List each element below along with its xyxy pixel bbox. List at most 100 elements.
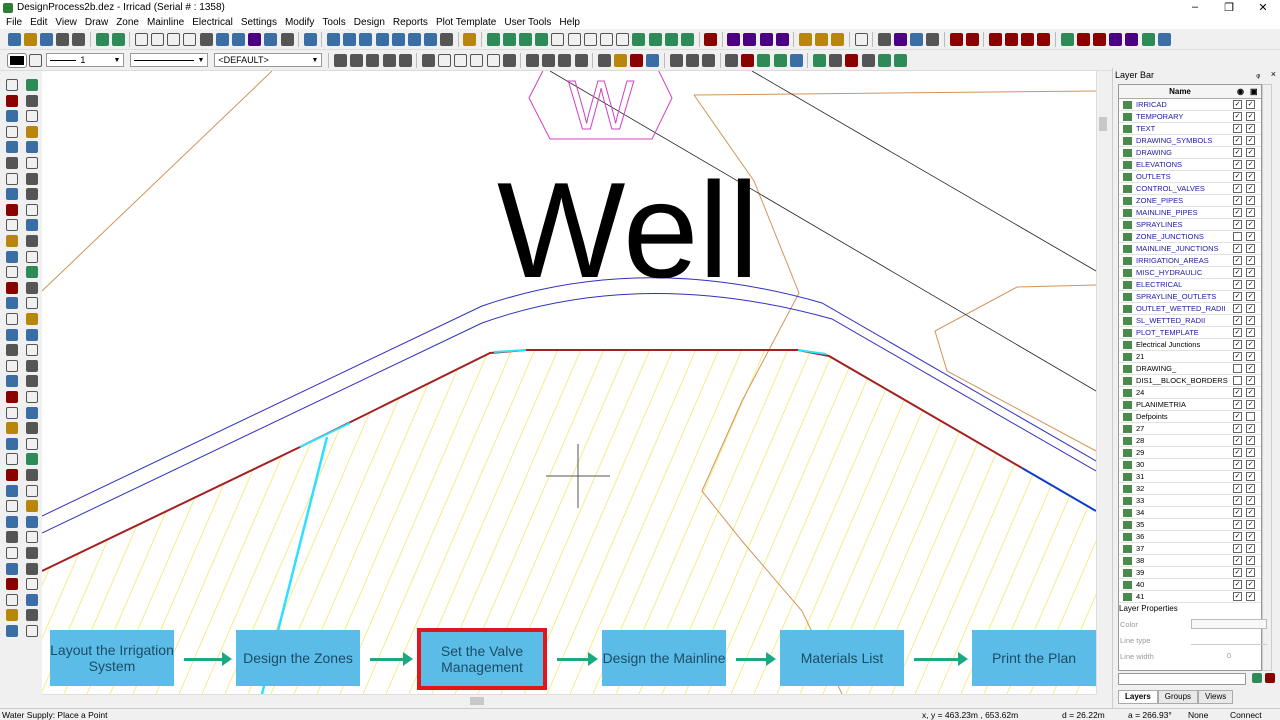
menu-mainline[interactable]: Mainline bbox=[147, 16, 185, 28]
left-tool-icon[interactable] bbox=[25, 484, 38, 497]
scroll-thumb[interactable] bbox=[470, 697, 484, 705]
left-tool-icon[interactable] bbox=[5, 562, 18, 575]
left-tool-icon[interactable] bbox=[25, 375, 38, 388]
left-tool-icon[interactable] bbox=[25, 578, 38, 591]
pin-icon[interactable]: ᵩ bbox=[1256, 69, 1261, 79]
horizontal-scrollbar[interactable] bbox=[42, 694, 1096, 706]
layer-visible-checkbox[interactable]: ✓ bbox=[1233, 580, 1242, 589]
toolbar-tool-icon[interactable] bbox=[151, 32, 165, 46]
layer-visible-checkbox[interactable]: ✓ bbox=[1233, 196, 1242, 205]
left-tool-icon[interactable] bbox=[25, 406, 38, 419]
layer-row[interactable]: 32✓✓ bbox=[1119, 483, 1261, 495]
toolbar-tool-icon[interactable] bbox=[535, 32, 549, 46]
layer-row[interactable]: 27✓✓ bbox=[1119, 423, 1261, 435]
left-tool-icon[interactable] bbox=[5, 547, 18, 559]
tab-layers[interactable]: Layers bbox=[1118, 690, 1158, 704]
layer-visible-checkbox[interactable]: ✓ bbox=[1233, 520, 1242, 529]
layer-visible-checkbox[interactable]: ✓ bbox=[1233, 268, 1242, 277]
left-tool-icon[interactable] bbox=[5, 219, 18, 232]
layer-row[interactable]: PLOT_TEMPLATE✓✓ bbox=[1119, 327, 1261, 339]
layer-visible-checkbox[interactable]: ✓ bbox=[1233, 532, 1242, 541]
layer-visible-checkbox[interactable] bbox=[1233, 364, 1242, 373]
toolbar-tool-icon[interactable] bbox=[215, 32, 229, 46]
delete-layer-icon[interactable] bbox=[1264, 673, 1275, 683]
layer-row[interactable]: Electrical Junctions✓✓ bbox=[1119, 339, 1261, 351]
draw-tool-icon[interactable] bbox=[574, 53, 588, 67]
layer-row[interactable]: SPRAYLINE_OUTLETS✓✓ bbox=[1119, 291, 1261, 303]
layer-row[interactable]: ELEVATIONS✓✓ bbox=[1119, 159, 1261, 171]
layer-lock-checkbox[interactable]: ✓ bbox=[1246, 460, 1255, 469]
layer-row[interactable]: ZONE_PIPES✓✓ bbox=[1119, 195, 1261, 207]
left-tool-icon[interactable] bbox=[25, 625, 38, 637]
draw-tool-icon[interactable] bbox=[438, 53, 452, 67]
menu-tools[interactable]: Tools bbox=[322, 16, 346, 28]
left-tool-icon[interactable] bbox=[25, 297, 38, 310]
draw-tool-icon[interactable] bbox=[685, 53, 699, 67]
layer-visible-checkbox[interactable]: ✓ bbox=[1233, 256, 1242, 265]
layer-lock-checkbox[interactable] bbox=[1246, 412, 1255, 421]
menu-plot-template[interactable]: Plot Template bbox=[435, 16, 497, 28]
menu-electrical[interactable]: Electrical bbox=[192, 16, 233, 28]
left-tool-icon[interactable] bbox=[25, 172, 38, 185]
toolbar-tool-icon[interactable] bbox=[1060, 32, 1074, 46]
left-tool-icon[interactable] bbox=[25, 437, 38, 450]
layer-lock-checkbox[interactable]: ✓ bbox=[1246, 388, 1255, 397]
close-button[interactable]: ✕ bbox=[1258, 2, 1268, 14]
layer-lock-checkbox[interactable]: ✓ bbox=[1246, 196, 1255, 205]
toolbar-tool-icon[interactable] bbox=[893, 32, 907, 46]
layer-lock-checkbox[interactable]: ✓ bbox=[1246, 292, 1255, 301]
toolbar-tool-icon[interactable] bbox=[799, 32, 813, 46]
layer-row[interactable]: TEXT✓✓ bbox=[1119, 123, 1261, 135]
draw-tool-icon[interactable] bbox=[382, 53, 396, 67]
layer-lock-checkbox[interactable]: ✓ bbox=[1246, 556, 1255, 565]
layer-visible-checkbox[interactable]: ✓ bbox=[1233, 100, 1242, 109]
layer-row[interactable]: OUTLETS✓✓ bbox=[1119, 171, 1261, 183]
menu-edit[interactable]: Edit bbox=[30, 16, 48, 28]
toolbar-tool-icon[interactable] bbox=[502, 32, 516, 46]
toolbar-tool-icon[interactable] bbox=[583, 32, 597, 46]
draw-tool-icon[interactable] bbox=[813, 53, 827, 67]
left-tool-icon[interactable] bbox=[5, 110, 18, 123]
draw-tool-icon[interactable] bbox=[486, 53, 500, 67]
layer-lock-checkbox[interactable]: ✓ bbox=[1246, 484, 1255, 493]
menu-help[interactable]: Help bbox=[559, 16, 580, 28]
draw-tool-icon[interactable] bbox=[526, 53, 540, 67]
draw-tool-icon[interactable] bbox=[558, 53, 572, 67]
layer-visible-checkbox[interactable]: ✓ bbox=[1233, 424, 1242, 433]
left-tool-icon[interactable] bbox=[5, 515, 18, 528]
layer-visible-checkbox[interactable] bbox=[1233, 232, 1242, 241]
left-tool-icon[interactable] bbox=[25, 547, 38, 559]
layer-lock-checkbox[interactable]: ✓ bbox=[1246, 508, 1255, 517]
left-tool-icon[interactable] bbox=[5, 125, 18, 138]
left-tool-icon[interactable] bbox=[5, 609, 18, 622]
layer-row[interactable]: 35✓✓ bbox=[1119, 519, 1261, 531]
left-tool-icon[interactable] bbox=[5, 578, 18, 591]
left-tool-icon[interactable] bbox=[5, 235, 18, 247]
toolbar-tool-icon[interactable] bbox=[632, 32, 646, 46]
layer-lock-checkbox[interactable]: ✓ bbox=[1246, 124, 1255, 133]
toolbar-tool-icon[interactable] bbox=[680, 32, 694, 46]
name-column-header[interactable]: Name bbox=[1169, 87, 1191, 96]
layer-visible-checkbox[interactable]: ✓ bbox=[1233, 208, 1242, 217]
toolbar-tool-icon[interactable] bbox=[424, 32, 438, 46]
toolbar-tool-icon[interactable] bbox=[1037, 32, 1051, 46]
layer-row[interactable]: Defpoints✓ bbox=[1119, 411, 1261, 423]
draw-tool-icon[interactable] bbox=[845, 53, 859, 67]
toolbar-tool-icon[interactable] bbox=[343, 32, 357, 46]
layer-lock-checkbox[interactable]: ✓ bbox=[1246, 340, 1255, 349]
draw-tool-icon[interactable] bbox=[597, 53, 611, 67]
scroll-thumb[interactable] bbox=[1099, 117, 1107, 131]
draw-tool-icon[interactable] bbox=[454, 53, 468, 67]
layer-visible-checkbox[interactable]: ✓ bbox=[1233, 184, 1242, 193]
layer-visible-checkbox[interactable]: ✓ bbox=[1233, 112, 1242, 121]
draw-tool-icon[interactable] bbox=[350, 53, 364, 67]
toolbar-tool-icon[interactable] bbox=[463, 32, 477, 46]
layer-lock-checkbox[interactable]: ✓ bbox=[1246, 544, 1255, 553]
layer-row[interactable]: 33✓✓ bbox=[1119, 495, 1261, 507]
draw-tool-icon[interactable] bbox=[789, 53, 803, 67]
layer-row[interactable]: DIS1__BLOCK_BORDERS✓ bbox=[1119, 375, 1261, 387]
layer-lock-checkbox[interactable]: ✓ bbox=[1246, 304, 1255, 313]
toolbar-tool-icon[interactable] bbox=[1157, 32, 1171, 46]
toolbar-tool-icon[interactable] bbox=[111, 32, 125, 46]
left-tool-icon[interactable] bbox=[25, 188, 38, 201]
